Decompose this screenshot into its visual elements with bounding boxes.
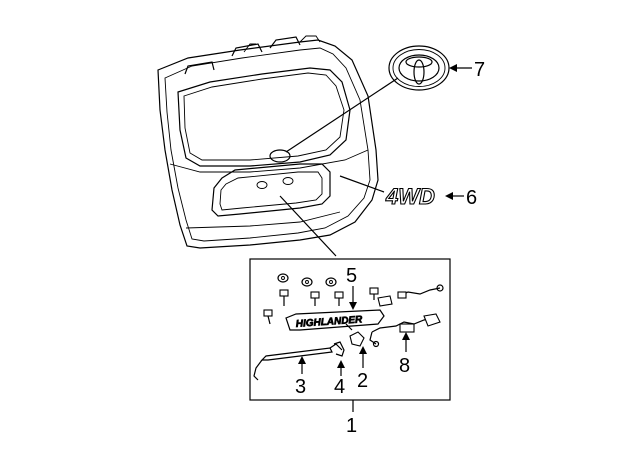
callout-8-label: 8	[399, 355, 410, 377]
callout-1: 1	[346, 400, 357, 437]
callout-5: 5	[346, 265, 357, 310]
seal-strip	[253, 343, 343, 381]
callout-1-label: 1	[346, 415, 357, 437]
clip-4	[333, 341, 345, 357]
washers	[277, 273, 337, 287]
callout-2: 2	[357, 346, 368, 392]
callout-2-label: 2	[357, 370, 368, 392]
garnish-kit-box: 5 HIGHLANDER	[249, 258, 451, 401]
highlander-garnish: HIGHLANDER	[285, 309, 385, 331]
4wd-emblem-part: 4WD	[339, 175, 436, 210]
liftgate-door	[157, 35, 379, 249]
grommet-part	[345, 323, 365, 347]
callout-3-label: 3	[295, 376, 306, 398]
4wd-emblem-text: 4WD	[385, 184, 435, 209]
callout-5-label: 5	[346, 265, 357, 287]
callout-7: 7	[449, 59, 485, 81]
callout-6-label: 6	[466, 187, 477, 209]
toyota-emblem-part	[285, 45, 450, 153]
callout-3: 3	[295, 356, 306, 398]
highlander-text: HIGHLANDER	[295, 314, 363, 330]
callout-8: 8	[399, 332, 410, 377]
kit-leader-line	[279, 195, 337, 257]
license-lamp-assembly	[369, 313, 441, 348]
callout-4-label: 4	[334, 376, 345, 398]
clip	[377, 295, 393, 307]
bolts	[263, 287, 379, 325]
callout-4: 4	[334, 360, 345, 398]
callout-6: 6	[445, 187, 477, 209]
callout-7-label: 7	[474, 59, 485, 81]
